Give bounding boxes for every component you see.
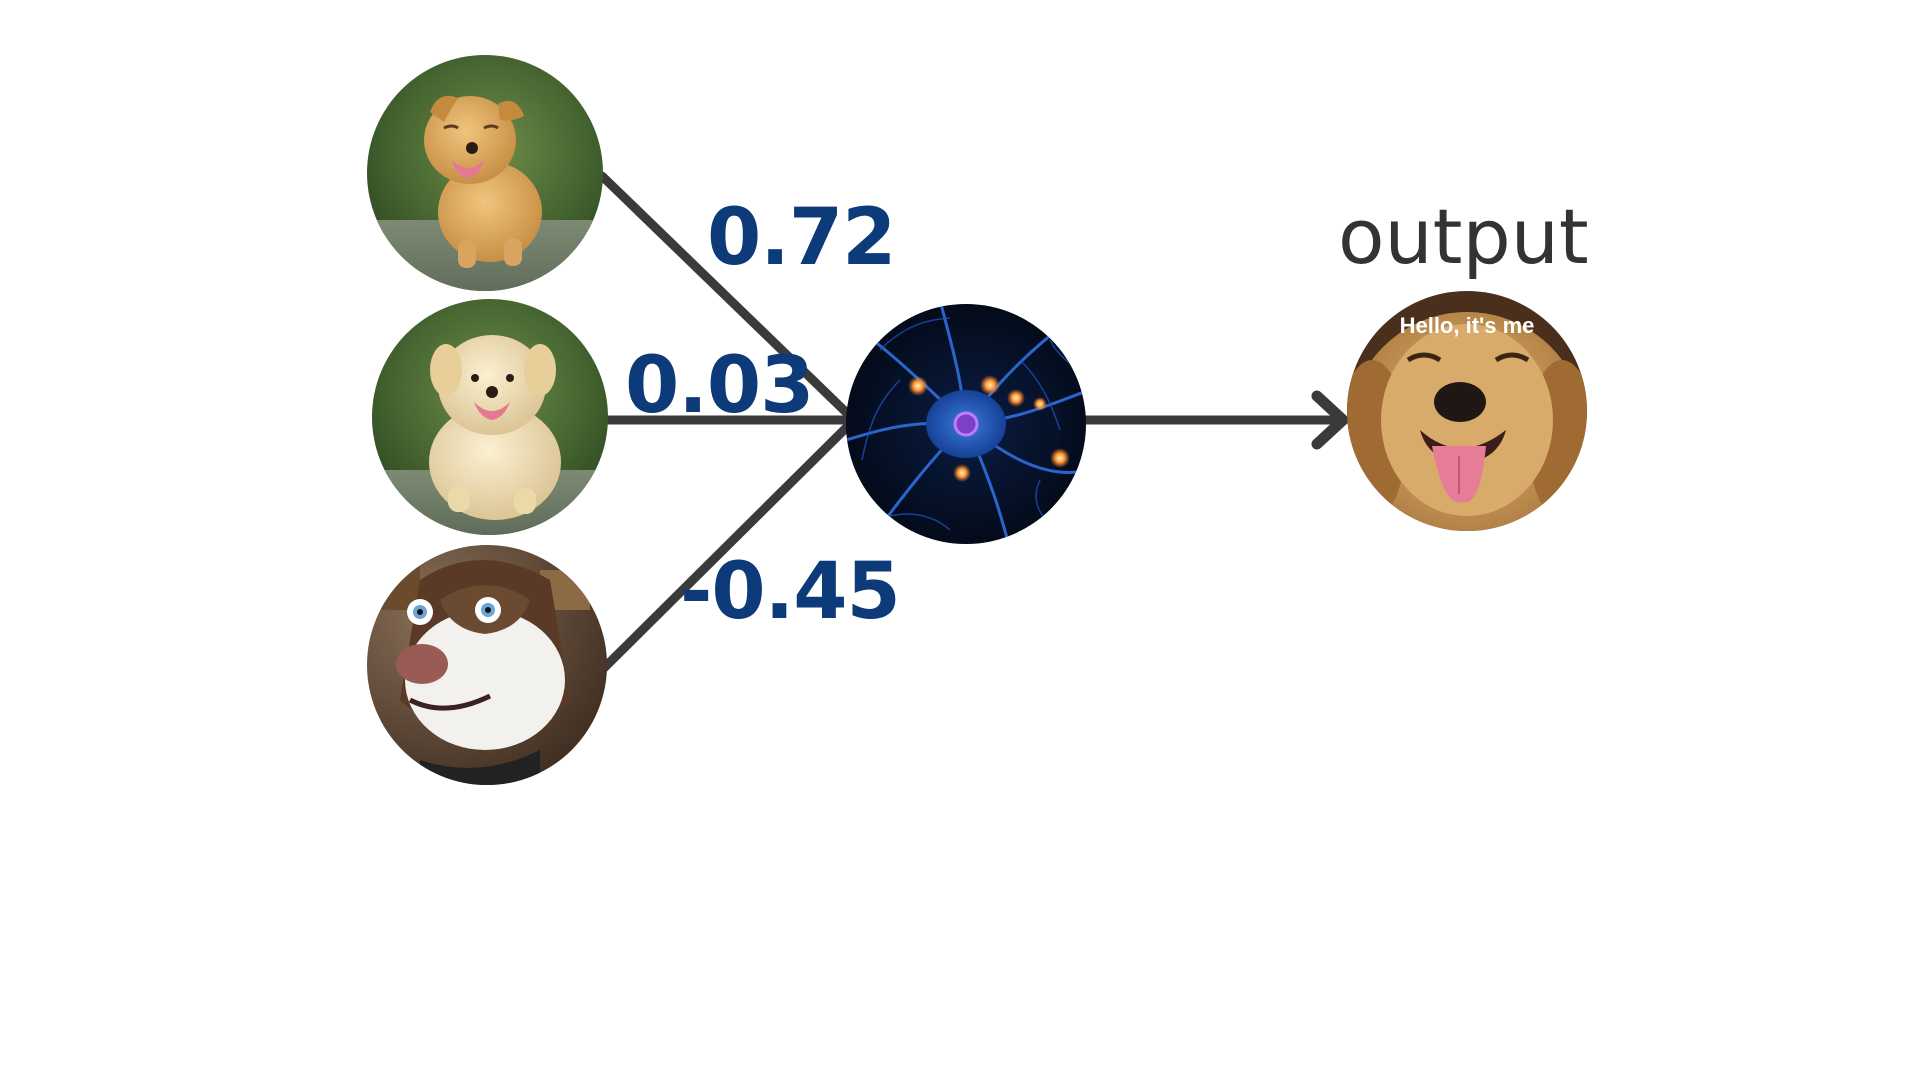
weight-label-1: 0.72 — [707, 193, 895, 283]
output-image-golden-retriever — [1347, 291, 1587, 531]
input-image-running-puppy-tan — [367, 55, 603, 291]
input-image-surprised-husky — [367, 545, 607, 785]
neuron-image — [846, 304, 1086, 544]
weight-label-2: 0.03 — [625, 341, 813, 431]
output-caption: Hello, it's me — [1400, 313, 1535, 338]
output-title: output — [1338, 192, 1589, 281]
input-connectors — [597, 171, 857, 673]
connector-input-3 — [599, 417, 857, 673]
arrow-head-icon — [1311, 390, 1349, 450]
input-image-fluffy-puppy-cream — [372, 299, 608, 535]
weight-label-3: -0.45 — [680, 547, 900, 637]
output-connector — [1079, 390, 1349, 450]
connector-input-1 — [597, 171, 857, 423]
